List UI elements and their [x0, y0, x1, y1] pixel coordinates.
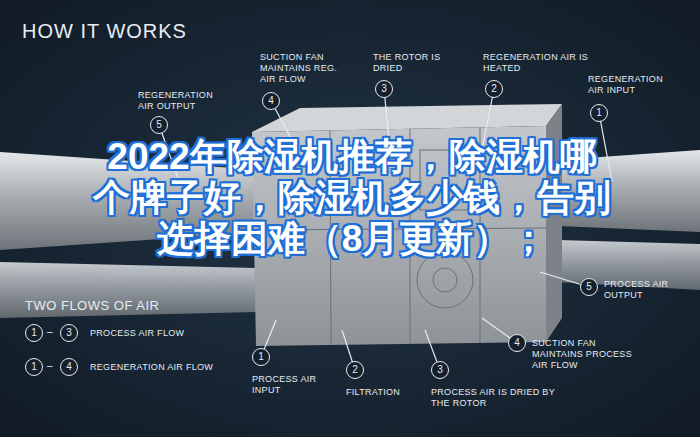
callout-number: 5: [580, 278, 598, 296]
callout-label: PROCESS AIR IS DRIED BY THE ROTOR: [431, 387, 559, 409]
callout: SUCTION FAN MAINTAINS REG. AIR FLOW 4: [260, 52, 340, 110]
callout: REGENERATION AIR IS HEATED 2: [483, 52, 589, 98]
callout-number: 4: [508, 334, 526, 352]
callout: REGENERATION AIR INPUT 1: [588, 74, 680, 122]
legend-heading: TWO FLOWS OF AIR: [25, 298, 225, 313]
callout-label: REGENERATION AIR INPUT: [588, 74, 680, 96]
callout-number: 5: [150, 116, 168, 134]
callout: SUCTION FAN MAINTAINS PROCESS AIR FLOW 4: [508, 334, 644, 371]
callout: PROCESS AIR IS DRIED BY THE ROTOR 3: [431, 361, 559, 409]
legend-dash: –: [47, 326, 57, 337]
callout-label: SUCTION FAN MAINTAINS REG. AIR FLOW: [260, 52, 340, 85]
callout-number: 2: [346, 361, 364, 379]
callout-label: REGENERATION AIR OUTPUT: [138, 90, 230, 112]
callout-number: 3: [431, 361, 449, 379]
callout-label: THE ROTOR IS DRIED: [373, 52, 445, 74]
callout: PROCESS AIR INPUT 1: [252, 348, 328, 396]
legend-text: REGENERATION AIR FLOW: [90, 362, 213, 373]
callout-number: 3: [375, 80, 393, 98]
callout-number: 1: [590, 104, 608, 122]
diagram-title: HOW IT WORKS: [22, 20, 187, 43]
legend-number: 3: [60, 324, 78, 342]
legend-dash: –: [47, 360, 57, 371]
callout-number: 4: [262, 92, 280, 110]
legend-number: 1: [25, 358, 43, 376]
callout: REGENERATION AIR OUTPUT 5: [138, 90, 230, 134]
callout-label: REGENERATION AIR IS HEATED: [483, 52, 589, 74]
callout-label: PROCESS AIR OUTPUT: [604, 279, 688, 301]
watermark-text: 2022年除湿机推荐，除湿机哪个牌子好，除湿机多少钱，告别选择困难（8月更新）；: [92, 136, 612, 259]
callout-label: FILTRATION: [346, 387, 422, 398]
callout: THE ROTOR IS DRIED 3: [373, 52, 445, 98]
legend-text: PROCESS AIR FLOW: [90, 328, 184, 339]
legend-number: 1: [25, 324, 43, 342]
callout-label: PROCESS AIR INPUT: [252, 374, 328, 396]
callout-label: SUCTION FAN MAINTAINS PROCESS AIR FLOW: [532, 338, 644, 371]
callout-number: 1: [252, 348, 270, 366]
callout: FILTRATION 2: [346, 361, 422, 398]
legend-number: 4: [60, 358, 78, 376]
callout-number: 2: [485, 80, 503, 98]
callout: PROCESS AIR OUTPUT 5: [580, 278, 688, 301]
